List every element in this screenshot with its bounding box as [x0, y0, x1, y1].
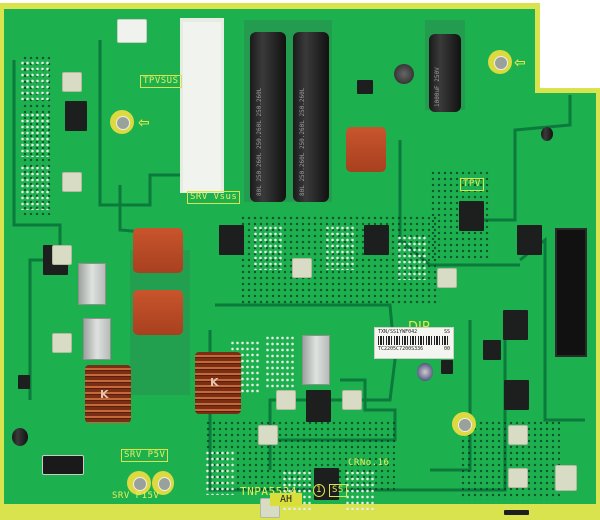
mosfet-7 — [306, 390, 331, 422]
mosfet-12 — [483, 340, 501, 360]
small-capacitor-bottom — [417, 363, 433, 381]
white-connector-bottom — [42, 455, 84, 475]
board-connector-black — [555, 228, 587, 357]
mosfet-9 — [504, 510, 529, 515]
smd-pads-left-1 — [20, 60, 50, 100]
sticker-code: SS — [443, 329, 450, 335]
heatsink-1 — [78, 263, 106, 305]
mosfet-1 — [65, 101, 87, 131]
smd-pads-bottom-4 — [205, 450, 235, 495]
component-pad — [508, 468, 528, 488]
silkscreen-arrow-left: ⇦ — [138, 115, 150, 131]
white-connector-top — [117, 19, 147, 43]
sticker-row-1: TXN/SS1YWF042 SS — [375, 328, 453, 336]
capacitor-marking: 80L 250.260L 250.260L 250.260L — [256, 87, 263, 196]
component-pad — [437, 268, 457, 288]
silkscreen-srv-p15v: SRV P15V — [112, 491, 160, 501]
small-capacitor-right — [541, 127, 553, 141]
component-pad — [52, 245, 72, 265]
component-pad — [276, 390, 296, 410]
sticker-lot: TC2205C7200S336 — [378, 346, 424, 352]
smd-pads-center-3 — [397, 235, 427, 280]
component-pad — [292, 258, 312, 278]
toroid-inductor-small — [394, 64, 414, 84]
sticker-suffix: 00 — [443, 346, 450, 352]
electrolytic-capacitor-2: 80L 250.260L 250.260L 250.260L — [293, 32, 329, 202]
mosfet-11 — [503, 310, 528, 340]
smd-pads-center-1 — [253, 225, 283, 270]
mosfet-3 — [219, 225, 244, 255]
capacitor-marking: 1000uF 250V — [434, 67, 441, 107]
mosfet-6 — [517, 225, 542, 255]
component-pad — [62, 172, 82, 192]
inductor-coil-1 — [85, 365, 131, 423]
mounting-hole — [452, 412, 476, 436]
electrolytic-capacitor-1: 80L 250.260L 250.260L 250.260L — [250, 32, 286, 202]
mounting-hole — [488, 50, 512, 74]
silkscreen-arrow-left: ⇦ — [514, 55, 526, 71]
electrolytic-capacitor-small: 1000uF 250V — [429, 34, 461, 112]
film-capacitor-middle-2 — [133, 290, 183, 335]
smd-pads-bottom-3 — [345, 470, 375, 510]
ic-chip-2 — [18, 375, 30, 389]
silkscreen-rev-circle: 1 — [313, 484, 325, 497]
smd-pads-left-2 — [20, 112, 50, 157]
component-pad — [258, 425, 278, 445]
small-capacitor-left — [12, 428, 28, 446]
sticker-serial: TXN/SS1YWF042 — [378, 329, 418, 335]
smd-pads-center-5 — [265, 335, 295, 390]
heatsink-3 — [302, 335, 330, 385]
smd-pads-left-3 — [20, 165, 50, 210]
inductor-mark: K — [100, 388, 109, 401]
component-pad — [508, 425, 528, 445]
silkscreen-srv-vsus: SRV Vsus — [187, 191, 241, 204]
film-capacitor-middle-1 — [133, 228, 183, 273]
inductor-coil-2 — [195, 352, 241, 414]
mounting-hole — [127, 471, 151, 495]
component-pad — [342, 390, 362, 410]
mosfet-8 — [504, 380, 529, 410]
component-pad — [52, 333, 72, 353]
film-capacitor-top — [346, 127, 386, 172]
component-pad — [555, 465, 577, 491]
sticker-row-2: TC2205C7200S336 00 — [375, 345, 453, 353]
silkscreen-tpvsus: TPVSUS — [140, 75, 182, 88]
silkscreen-tpv: TPV — [460, 178, 484, 191]
barcode-sticker: TXN/SS1YWF042 SS TC2205C7200S336 00 — [374, 327, 454, 359]
ic-chip-1 — [357, 80, 373, 94]
mosfet-5 — [459, 201, 484, 231]
ah-label: AH — [270, 493, 302, 506]
heatsink-2 — [83, 318, 111, 360]
mosfet-4 — [364, 225, 389, 255]
inductor-mark: K — [210, 376, 219, 389]
silkscreen-crno: CRNo.16 — [348, 458, 390, 468]
component-pad — [62, 72, 82, 92]
mounting-hole — [152, 471, 174, 495]
barcode — [378, 336, 450, 345]
silkscreen-rev-box: SS — [329, 484, 347, 497]
capacitor-marking: 80L 250.260L 250.260L 250.260L — [299, 87, 306, 196]
smd-pads-center-2 — [325, 225, 355, 270]
ic-chip-3 — [441, 360, 453, 374]
mounting-hole — [110, 110, 134, 134]
silkscreen-srv-p5v: SRV P5V — [121, 449, 169, 462]
